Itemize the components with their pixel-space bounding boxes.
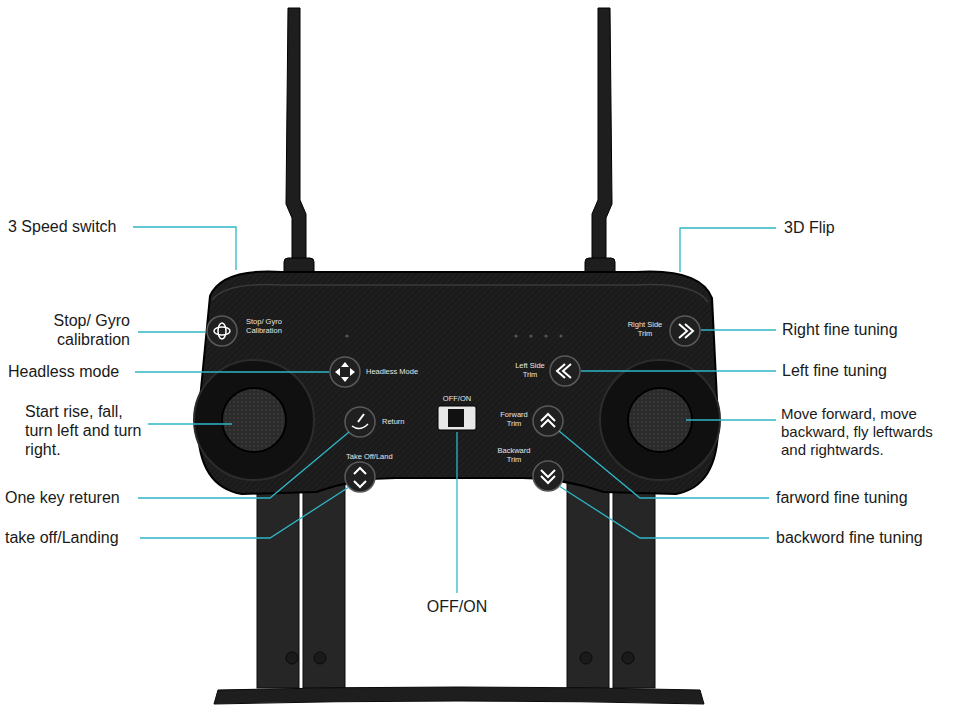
button-icon	[214, 327, 230, 335]
button-label: Right Side Trim	[624, 321, 666, 338]
button-icon	[679, 324, 693, 338]
button-label: Backward Trim	[494, 447, 534, 464]
callout-label: Stop/ Gyro calibration	[5, 311, 130, 349]
power-switch	[438, 406, 476, 430]
controller-body	[514, 334, 517, 337]
leader-line	[686, 419, 776, 420]
leader-line	[581, 370, 776, 371]
button-label: Return	[382, 418, 422, 427]
controller-body	[544, 334, 547, 337]
controller-body	[345, 334, 348, 337]
leader-line	[148, 423, 232, 424]
button-icon	[214, 323, 693, 487]
leader-line	[559, 486, 769, 538]
stand-leg	[314, 652, 326, 664]
button	[533, 406, 563, 436]
leader-line	[135, 371, 329, 372]
button-label: Left Side Trim	[510, 362, 550, 379]
button	[207, 316, 700, 492]
callout-label: Left fine tuning	[782, 361, 887, 380]
joystick	[222, 388, 286, 452]
antenna	[284, 8, 615, 286]
joystick	[628, 388, 692, 452]
button-label: Headless Mode	[366, 368, 428, 377]
leader-line	[559, 431, 769, 498]
callout-label: take off/Landing	[5, 528, 119, 547]
antenna	[286, 8, 306, 262]
leader-line	[140, 487, 349, 538]
callout-label: Start rise, fall, turn left and turn rig…	[25, 402, 143, 460]
callout-label: 3 Speed switch	[8, 217, 117, 236]
stand-leg	[567, 470, 609, 688]
power-switch	[438, 406, 476, 430]
power-switch	[448, 409, 464, 427]
callout-label: farword fine tuning	[776, 488, 908, 507]
button-icon	[541, 414, 555, 427]
controller-body	[212, 285, 708, 302]
stand-leg	[214, 687, 704, 704]
button-icon	[557, 364, 571, 378]
button	[345, 462, 375, 492]
button-icon	[541, 470, 555, 483]
stand-leg	[214, 470, 704, 704]
leader-line	[701, 329, 776, 330]
button-label: Take Off/Land	[346, 453, 408, 462]
stand-leg	[580, 652, 592, 664]
button	[670, 316, 700, 346]
callout-label: One key returen	[5, 488, 120, 507]
antenna	[592, 8, 612, 262]
button-icon	[358, 414, 364, 422]
callout-label: Right fine tuning	[782, 320, 898, 339]
button-label: Stop/ Gyro Calibration	[246, 318, 310, 335]
stand-leg	[622, 652, 634, 664]
leader-line	[133, 227, 236, 270]
button	[207, 316, 237, 346]
callout-label: Headless mode	[8, 362, 119, 381]
button-icon	[352, 424, 368, 429]
stand-leg	[286, 652, 298, 664]
leader-line	[680, 228, 776, 272]
stand-leg	[257, 470, 299, 688]
callout-label: OFF/ON	[417, 597, 497, 616]
button-icon	[354, 468, 366, 487]
stand-leg	[613, 470, 655, 688]
leader-line	[138, 432, 349, 498]
callout-label: backword fine tuning	[776, 528, 923, 547]
button	[345, 407, 375, 437]
callout-label: Move forward, move backward, fly leftwar…	[781, 405, 953, 459]
joystick	[194, 360, 314, 480]
button	[330, 357, 360, 387]
button-icon	[335, 362, 355, 382]
controller-body	[559, 334, 562, 337]
leader-line	[133, 227, 776, 593]
leader-line	[456, 432, 457, 593]
callout-label: 3D Flip	[784, 218, 835, 237]
button	[533, 461, 563, 491]
controller-body	[529, 334, 532, 337]
button-label: Forward Trim	[496, 411, 532, 428]
switch-label: OFF/ON	[432, 395, 482, 404]
button-icon	[218, 323, 226, 339]
leader-line	[138, 331, 206, 332]
button	[550, 356, 580, 386]
